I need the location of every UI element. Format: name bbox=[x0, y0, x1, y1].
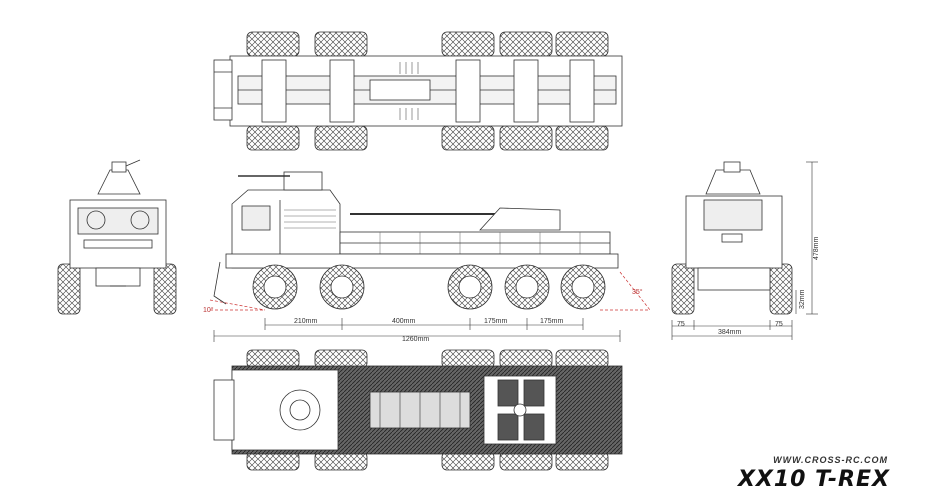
wheel bbox=[499, 31, 553, 57]
brand-logo: XX10 T-REX bbox=[737, 467, 890, 492]
wheel bbox=[555, 31, 609, 57]
rear-dimension-lines bbox=[671, 161, 818, 340]
track-offset-right: 75 bbox=[775, 321, 783, 328]
wheel bbox=[555, 349, 609, 369]
wheel bbox=[314, 31, 368, 57]
wheel bbox=[499, 125, 553, 151]
top-view bbox=[213, 31, 623, 151]
wheel-spacing-3: 175mm bbox=[484, 318, 508, 325]
ground-clearance-angle: 10° bbox=[203, 306, 214, 314]
wheel bbox=[555, 125, 609, 151]
departure-angle: 35° bbox=[632, 288, 643, 296]
angle-lines bbox=[209, 271, 651, 311]
wheel-spacing-4: 175mm bbox=[540, 318, 564, 325]
wheel bbox=[441, 31, 495, 57]
wheel bbox=[499, 349, 553, 369]
wheel bbox=[246, 349, 300, 369]
overall-length: 1260mm bbox=[402, 336, 429, 343]
wheel bbox=[441, 451, 495, 471]
wheel bbox=[246, 125, 300, 151]
wheel bbox=[246, 31, 300, 57]
wheel bbox=[314, 451, 368, 471]
wheel bbox=[555, 451, 609, 471]
wheel bbox=[441, 125, 495, 151]
height-dimension: 478mm bbox=[813, 236, 820, 260]
wheel bbox=[769, 263, 793, 315]
wheel bbox=[441, 349, 495, 369]
width-dimension: 384mm bbox=[718, 329, 742, 336]
wheel-spacing-2: 400mm bbox=[392, 318, 416, 325]
bottom-view bbox=[213, 349, 623, 471]
wheel bbox=[246, 451, 300, 471]
wheel-spacing-1: 210mm bbox=[294, 318, 318, 325]
wheel bbox=[671, 263, 695, 315]
wheel bbox=[314, 349, 368, 369]
rear-view bbox=[671, 161, 793, 315]
side-view bbox=[213, 171, 619, 310]
ground-clearance-dimension: 32mm bbox=[799, 289, 806, 309]
wheel bbox=[314, 125, 368, 151]
wheel bbox=[153, 263, 177, 315]
track-offset-left: 75 bbox=[677, 321, 685, 328]
wheel bbox=[57, 263, 81, 315]
wheel bbox=[499, 451, 553, 471]
front-view bbox=[57, 159, 177, 315]
side-dimension-lines bbox=[213, 318, 621, 342]
brand-url: WWW.CROSS-RC.COM bbox=[773, 455, 888, 465]
